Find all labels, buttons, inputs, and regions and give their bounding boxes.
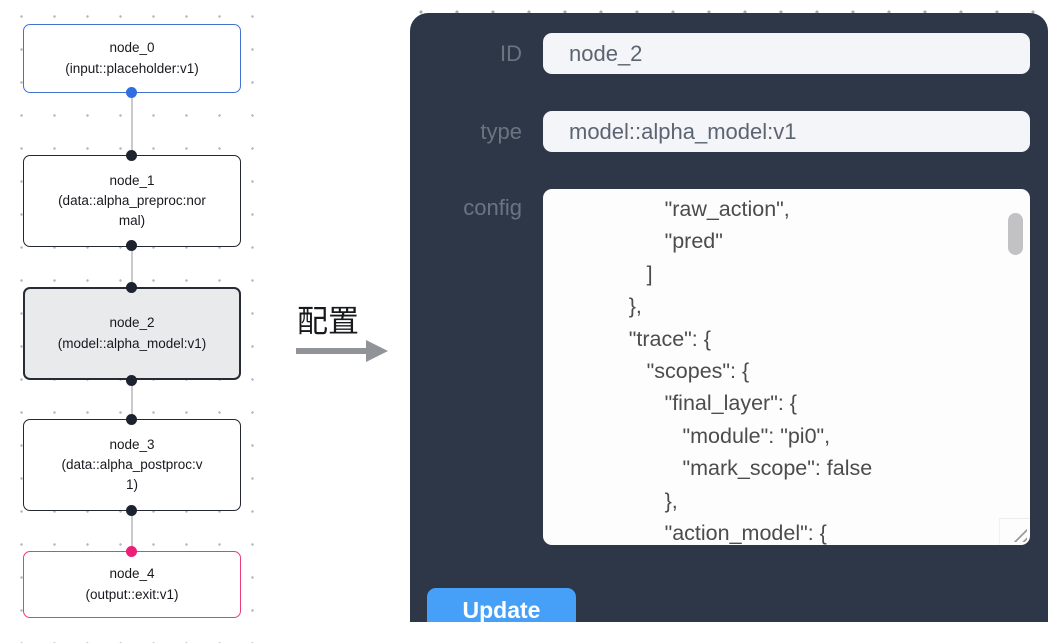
right-arrow-icon [296,340,390,362]
node-label: node_3 [109,436,155,452]
node-label: node_1 [109,172,155,188]
scrollbar-thumb[interactable] [1008,213,1023,255]
node-label: node_2 [109,315,155,331]
flow-node-node_2-selected[interactable]: node_2 (model::alpha_model:v1) [23,287,241,380]
id-input[interactable] [543,33,1030,74]
node-label: node_4 [109,566,155,582]
edge-node_2-node_3 [131,380,133,419]
port-node_1-output[interactable] [126,240,137,251]
port-node_3-output[interactable] [126,505,137,516]
port-node_2-input[interactable] [126,282,137,293]
edge-node_3-node_4 [131,510,133,551]
node-config-panel: ID type config "raw_action", "pred" ] },… [410,13,1048,622]
port-node_1-input[interactable] [126,150,137,161]
textarea-corner [999,518,1030,545]
node-sublabel: (model::alpha_model:v1) [57,335,207,351]
port-node_4-input[interactable] [126,546,137,557]
flow-node-node_4[interactable]: node_4 (output::exit:v1) [23,551,241,618]
edge-node_1-node_2 [131,245,133,287]
panel-canvas[interactable]: ID type config "raw_action", "pred" ] },… [400,0,1062,625]
node-sublabel: (input::placeholder:v1) [65,60,199,76]
flow-node-node_0[interactable]: node_0 (input::placeholder:v1) [23,24,241,93]
port-node_2-output[interactable] [126,375,137,386]
node-sublabel: (data::alpha_preproc:normal) [58,192,206,229]
port-node_3-input[interactable] [126,414,137,425]
update-button[interactable]: Update [427,588,576,622]
node-sublabel: (output::exit:v1) [85,586,179,602]
arrow-shaft [296,348,368,354]
edge-node_0-node_1 [131,92,133,155]
config-annotation-label: 配置 [297,304,359,339]
node-label: node_0 [109,40,155,56]
flow-node-node_3[interactable]: node_3 (data::alpha_postproc:v1) [23,419,241,511]
flow-node-node_1[interactable]: node_1 (data::alpha_preproc:normal) [23,155,241,247]
config-json-content: "raw_action", "pred" ] }, "trace": { "sc… [628,197,873,545]
type-field-label: type [480,118,522,144]
node-sublabel: (data::alpha_postproc:v1) [61,456,203,493]
port-node_0-output[interactable] [126,87,137,98]
config-textarea[interactable]: "raw_action", "pred" ] }, "trace": { "sc… [543,189,1030,545]
type-input[interactable] [543,111,1030,152]
id-field-label: ID [500,40,522,66]
flow-canvas[interactable]: node_0 (input::placeholder:v1) node_1 (d… [0,0,268,643]
config-field-label: config [463,195,522,220]
arrow-head [366,340,388,362]
